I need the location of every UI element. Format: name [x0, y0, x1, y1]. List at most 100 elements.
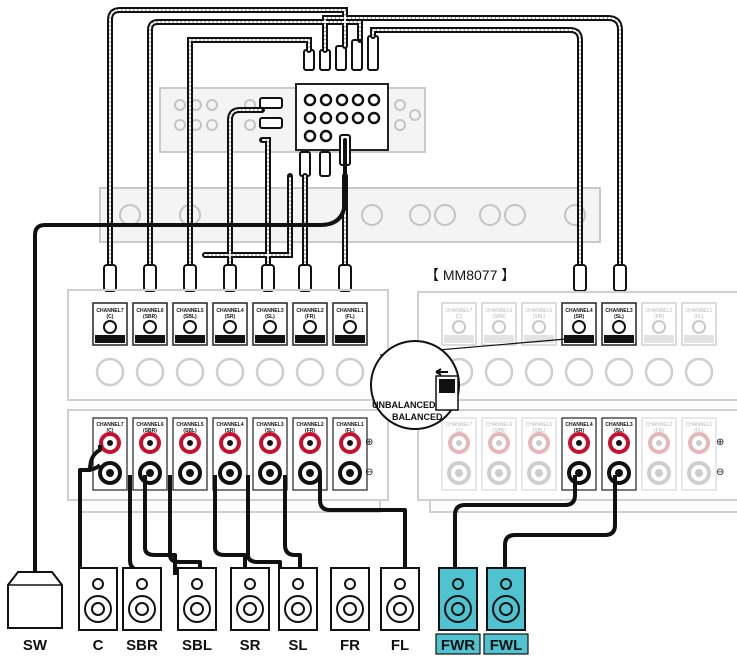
speaker-sr: SR [230, 567, 270, 654]
terminal-channel-sub: (SL) [614, 428, 624, 434]
terminal-channel-sub: (SR) [574, 428, 585, 434]
terminal-channel-name: CHANNEL5 [176, 422, 203, 428]
speaker-cabinet [78, 567, 118, 631]
model-label: 【 MM8077 】 [425, 267, 515, 283]
balance-switch [604, 335, 634, 343]
terminal-channel-sub: (SBL) [533, 428, 546, 434]
channel-name: CHANNEL2 [646, 308, 673, 314]
speaker-terminal-pair: CHANNEL7(C) [441, 417, 477, 491]
xlr-jack [255, 357, 285, 387]
minus-terminal-core [695, 469, 703, 477]
plus-terminal-core [456, 440, 462, 446]
rca-jack [303, 320, 317, 334]
tweeter-icon [292, 578, 304, 590]
xlr-jack [335, 357, 365, 387]
woofer-icon [84, 595, 112, 623]
channel-name: CHANNEL1 [686, 308, 713, 314]
terminal-channel-sub: (C) [107, 428, 114, 434]
speaker-label-highlight [435, 633, 481, 655]
terminal-channel-name: CHANNEL3 [605, 422, 632, 428]
terminal-channel-name: CHANNEL2 [296, 422, 323, 428]
woofer-icon [284, 595, 312, 623]
speaker-fwr: FWR [435, 567, 481, 655]
channel-name: CHANNEL1 [336, 308, 363, 314]
balance-switch [484, 335, 514, 343]
speaker-cabinet [438, 567, 478, 631]
rca-jack [183, 320, 197, 334]
left-amp-inputs: CHANNEL7(C)CHANNEL6(SBR)CHANNEL5(SBL)CHA… [92, 302, 368, 387]
channel-sub: (SL) [614, 314, 624, 320]
minus-terminal-core [655, 469, 663, 477]
minus-terminal-core [306, 469, 314, 477]
minus-terminal-core [146, 469, 154, 477]
balanced-switch-callout: UNBALANCED BALANCED [370, 337, 579, 430]
channel-sub: (C) [456, 314, 463, 320]
terminal-channel-name: CHANNEL6 [136, 422, 163, 428]
plus-terminal-core [496, 440, 502, 446]
channel-sub: (SL) [265, 314, 275, 320]
unbalanced-label: UNBALANCED [372, 400, 436, 410]
terminal-channel-sub: (SR) [225, 428, 236, 434]
balance-switch [95, 335, 125, 343]
amp-channel-input: CHANNEL3(SL) [252, 302, 288, 387]
channel-name: CHANNEL7 [446, 308, 473, 314]
channel-sub: (SBR) [492, 314, 506, 320]
speaker-terminal-pair: CHANNEL4(SR) [212, 417, 248, 491]
speaker-label: C [93, 637, 104, 654]
xlr-jack [684, 357, 714, 387]
amp-channel-input: CHANNEL2(FR) [292, 302, 328, 387]
terminal-channel-name: CHANNEL5 [526, 422, 553, 428]
right-amp-speaker-terminals: CHANNEL7(C)CHANNEL6(SBR)CHANNEL5(SBL)CHA… [441, 417, 717, 491]
minus-sign: ⊖ [365, 467, 373, 478]
amp-channel-input: CHANNEL5(SBL) [521, 302, 557, 387]
speaker-label: FWL [490, 637, 522, 654]
rca-plugs [103, 264, 627, 292]
rca-jack [452, 320, 466, 334]
speaker-cabinet [278, 567, 318, 631]
terminal-channel-name: CHANNEL1 [336, 422, 363, 428]
speaker-sl: SL [278, 567, 318, 654]
speaker-terminal-pair: CHANNEL1(FL) [681, 417, 717, 491]
speaker-fl: FL [380, 567, 420, 654]
balance-switch [175, 335, 205, 343]
terminal-channel-name: CHANNEL6 [486, 422, 513, 428]
plus-sign: ⊕ [365, 437, 373, 448]
speaker-label: SW [23, 637, 48, 654]
rca-jack [343, 320, 357, 334]
woofer-icon [183, 595, 211, 623]
tweeter-icon [344, 578, 356, 590]
amp-channel-input: CHANNEL2(FR) [641, 302, 677, 387]
xlr-jack [295, 357, 325, 387]
terminal-channel-sub: (SBR) [492, 428, 506, 434]
speaker-label: SR [240, 637, 261, 654]
terminal-channel-name: CHANNEL7 [96, 422, 123, 428]
plus-terminal-core [696, 440, 702, 446]
plus-terminal-core [656, 440, 662, 446]
channel-name: CHANNEL6 [486, 308, 513, 314]
channel-sub: (FL) [345, 314, 355, 320]
terminal-channel-name: CHANNEL4 [216, 422, 243, 428]
plus-terminal-core [187, 440, 193, 446]
speaker-c: C [78, 567, 118, 654]
woofer-icon [386, 595, 414, 623]
tweeter-icon [452, 578, 464, 590]
channel-name: CHANNEL7 [96, 308, 123, 314]
amp-channel-input: CHANNEL4(SR) [561, 302, 597, 387]
plus-sign-right: ⊕ [716, 437, 724, 448]
balance-switch [335, 335, 365, 343]
speaker-sbl: SBL [177, 567, 217, 654]
speaker-label: SL [288, 637, 307, 654]
rca-jack [532, 320, 546, 334]
plus-terminal-core [347, 440, 353, 446]
channel-sub: (SR) [225, 314, 236, 320]
speaker-terminal-pair: CHANNEL5(SBL) [521, 417, 557, 491]
terminal-channel-name: CHANNEL1 [686, 422, 713, 428]
terminal-channel-sub: (SBL) [183, 428, 197, 434]
woofer-icon [336, 595, 364, 623]
speaker-terminal-pair: CHANNEL6(SBR) [132, 417, 168, 491]
channel-name: CHANNEL6 [136, 308, 163, 314]
xlr-jack [524, 357, 554, 387]
rca-jack [612, 320, 626, 334]
